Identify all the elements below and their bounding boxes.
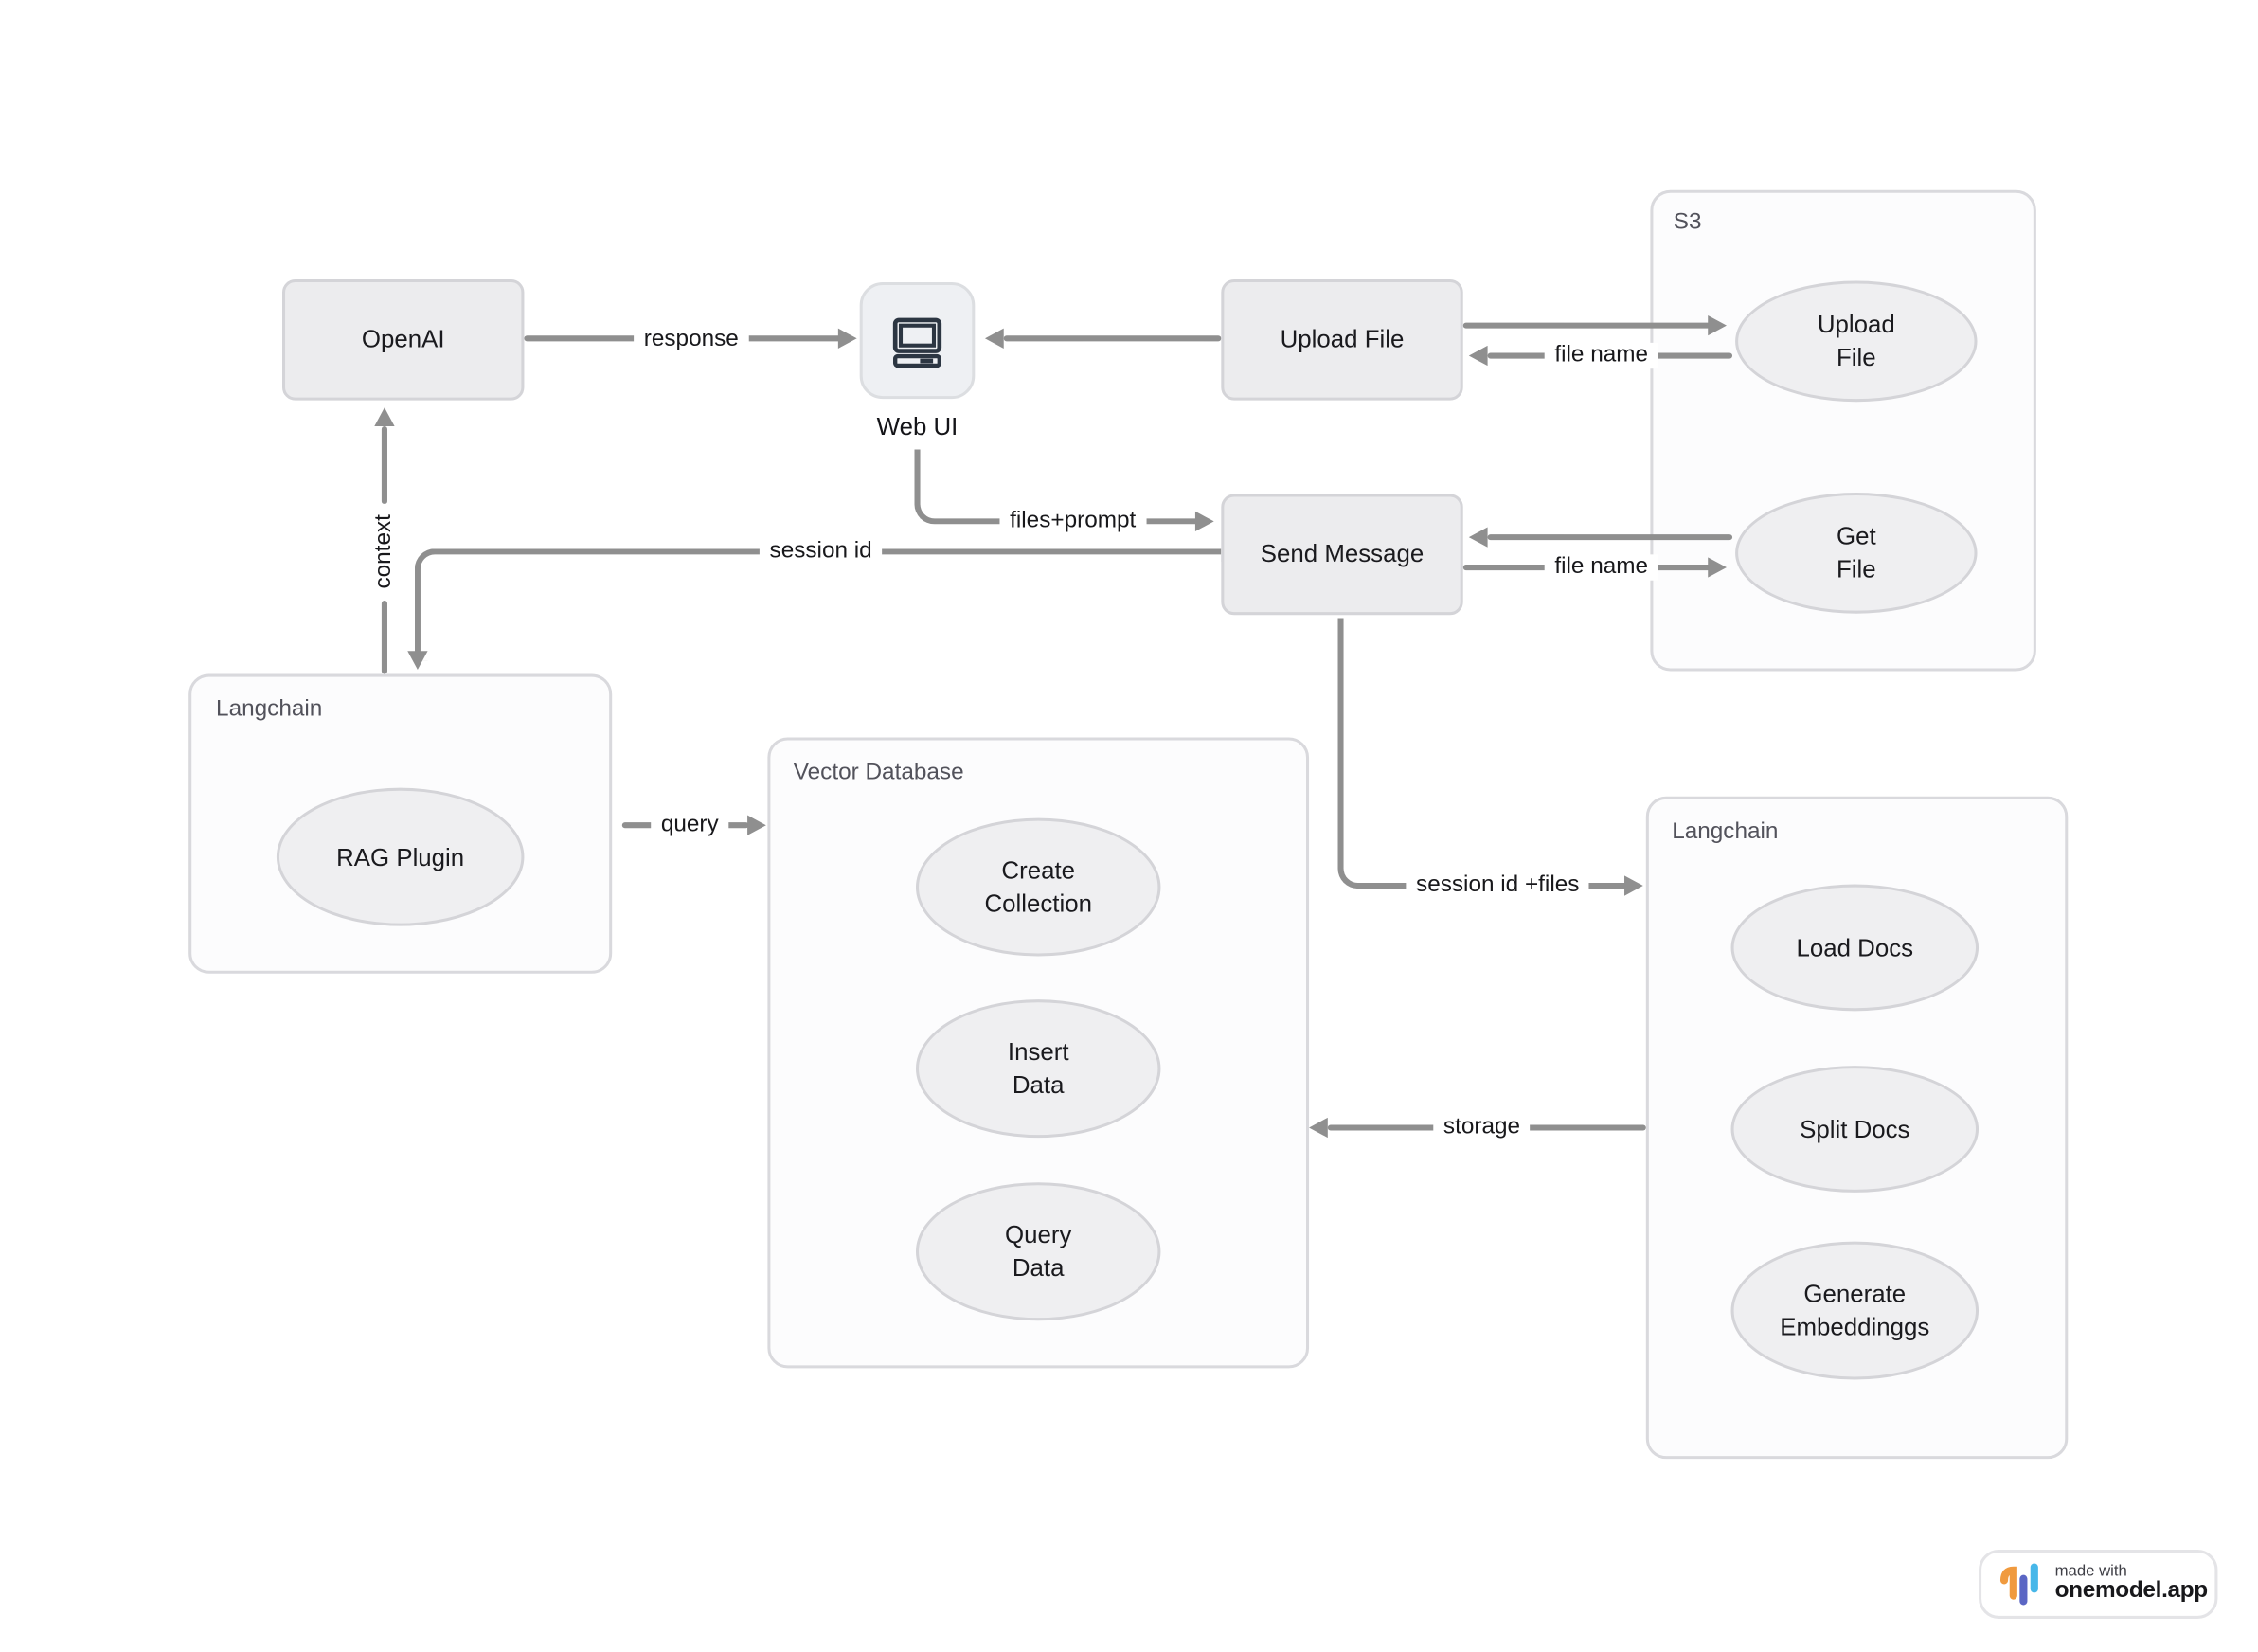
node-web-ui-label: Web UI — [876, 413, 959, 441]
node-web-ui[interactable] — [859, 281, 976, 400]
edge-getfile-sendmsg-line — [1487, 534, 1733, 541]
node-s3-get-file-line2: File — [1836, 555, 1876, 584]
edge-filesprompt-arrowhead — [1194, 511, 1214, 532]
group-s3-label: S3 — [1673, 209, 1702, 235]
edge-sessionidfiles-path — [1337, 618, 1628, 889]
node-openai[interactable]: OpenAI — [281, 278, 525, 401]
node-s3-upload-file-line2: File — [1836, 344, 1876, 372]
edge-filename-get-arrowhead — [1708, 557, 1727, 578]
edge-query-label: query — [651, 812, 729, 838]
edge-uploadfile-webui-line — [1003, 335, 1222, 342]
edge-context-line-top — [381, 426, 387, 505]
edge-query-arrowhead — [747, 815, 766, 835]
onemodel-logo-icon — [1998, 1563, 2042, 1607]
node-s3-get-file[interactable]: Get File — [1735, 492, 1978, 614]
edge-uploadfile-webui-arrowhead — [984, 328, 1004, 349]
group-langchain-left-label: Langchain — [216, 696, 323, 722]
edge-context-label: context — [371, 504, 398, 600]
node-s3-get-file-line1: Get — [1836, 522, 1876, 550]
edge-sessionidfiles-arrowhead — [1624, 875, 1643, 896]
edge-response-arrowhead — [837, 328, 857, 349]
node-insert-data-line2: Data — [1012, 1071, 1065, 1100]
node-send-message[interactable]: Send Message — [1221, 494, 1463, 616]
node-insert-data[interactable]: Insert Data — [915, 999, 1161, 1139]
onemodel-badge[interactable]: made with onemodel.app — [1979, 1549, 2218, 1619]
edge-filename-get-label: file name — [1544, 554, 1658, 581]
node-query-data-line1: Query — [1005, 1221, 1072, 1249]
edge-response-label: response — [634, 327, 749, 353]
group-langchain-right-label: Langchain — [1672, 819, 1779, 844]
node-load-docs-label: Load Docs — [1796, 933, 1914, 961]
edge-storage-label: storage — [1433, 1114, 1531, 1141]
node-query-data[interactable]: Query Data — [915, 1182, 1161, 1321]
edge-filesprompt-label: files+prompt — [999, 508, 1146, 535]
node-generate-embeddings-line2: Embeddinggs — [1780, 1313, 1930, 1341]
computer-icon — [885, 308, 951, 374]
node-generate-embeddings-line1: Generate — [1803, 1280, 1907, 1308]
node-send-message-label: Send Message — [1260, 540, 1425, 568]
edge-sessionid-label: session id — [759, 538, 883, 565]
edge-sessionid-path — [414, 548, 1222, 661]
node-query-data-line2: Data — [1012, 1254, 1065, 1283]
edge-context-line-bottom — [381, 601, 387, 674]
node-create-collection-line1: Create — [1001, 856, 1076, 885]
badge-made-with-text: made with — [2054, 1562, 2127, 1580]
edge-storage-arrowhead — [1309, 1117, 1328, 1139]
node-upload-file-label: Upload File — [1280, 325, 1405, 353]
group-vector-database-label: Vector Database — [793, 760, 964, 785]
node-insert-data-line1: Insert — [1007, 1038, 1069, 1067]
node-create-collection[interactable]: Create Collection — [915, 817, 1161, 957]
node-load-docs[interactable]: Load Docs — [1730, 884, 1980, 1012]
badge-brand-text: onemodel.app — [2054, 1578, 2209, 1604]
edge-sessionid-arrowhead — [407, 651, 428, 670]
edge-filename-upload-arrowhead — [1468, 345, 1488, 367]
node-s3-upload-file-line1: Upload — [1817, 311, 1895, 339]
node-openai-label: OpenAI — [361, 325, 445, 353]
edge-upload-to-s3-arrowhead — [1708, 314, 1727, 336]
node-split-docs-label: Split Docs — [1800, 1115, 1910, 1143]
node-generate-embeddings[interactable]: Generate Embeddinggs — [1730, 1241, 1980, 1380]
node-create-collection-line2: Collection — [984, 889, 1092, 918]
node-s3-upload-file[interactable]: Upload File — [1735, 280, 1978, 403]
edge-sessionidfiles-label: session id +files — [1406, 872, 1590, 899]
node-upload-file[interactable]: Upload File — [1221, 278, 1463, 401]
edge-context-arrowhead — [374, 407, 395, 427]
edge-filename-upload-label: file name — [1544, 342, 1658, 369]
node-rag-plugin-label: RAG Plugin — [336, 843, 465, 871]
node-split-docs[interactable]: Split Docs — [1730, 1066, 1980, 1193]
node-rag-plugin[interactable]: RAG Plugin — [276, 787, 525, 926]
edge-upload-to-s3-line — [1462, 322, 1711, 329]
edge-getfile-sendmsg-arrowhead — [1468, 527, 1488, 548]
